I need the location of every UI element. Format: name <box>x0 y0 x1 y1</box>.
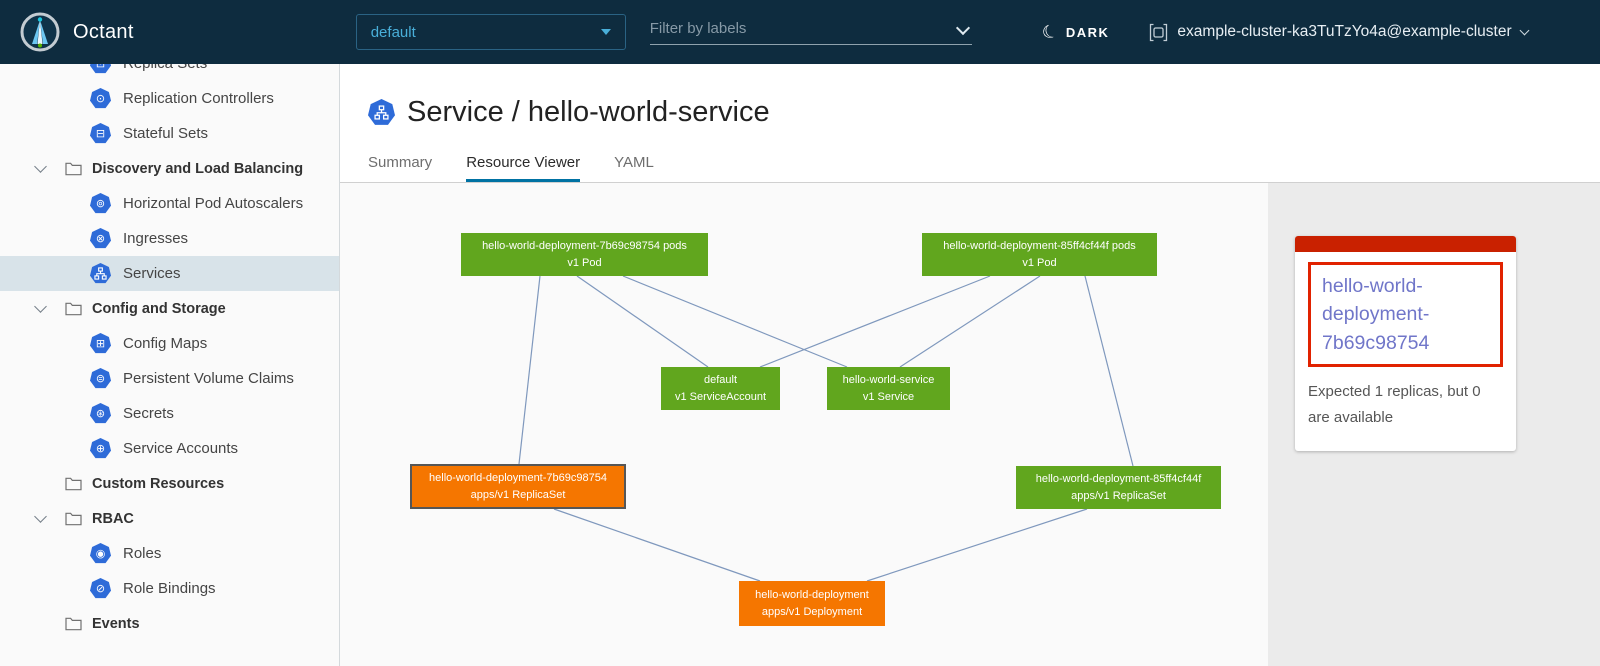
sidebar-item-label: Custom Resources <box>92 475 225 492</box>
sidebar-item-service-accounts[interactable]: ⊕ Service Accounts <box>0 431 339 466</box>
sidebar-item-label: Discovery and Load Balancing <box>92 160 304 177</box>
sidebar-item-label: Config and Storage <box>92 300 226 317</box>
replica-sets-icon: ⊡ <box>90 64 111 74</box>
ingresses-icon: ⊗ <box>90 228 111 249</box>
tab-yaml[interactable]: YAML <box>614 154 654 171</box>
sidebar-item-label: Roles <box>123 545 162 562</box>
octant-logo-icon <box>20 12 60 52</box>
content-header: Service / hello-world-service Summary Res… <box>340 64 1600 183</box>
cluster-context-label: example-cluster-ka3TuTzYo4a@example-clus… <box>1177 23 1512 40</box>
sidebar-item-rbac[interactable]: RBAC <box>0 501 339 536</box>
roles-icon: ◉ <box>90 543 111 564</box>
cluster-icon <box>1149 23 1168 42</box>
tab-resource-viewer[interactable]: Resource Viewer <box>466 154 581 182</box>
chevron-down-icon[interactable] <box>955 20 970 35</box>
tab-summary[interactable]: Summary <box>368 154 433 171</box>
sidebar-item-ingresses[interactable]: ⊗ Ingresses <box>0 221 339 256</box>
sidebar-item-label: Secrets <box>123 405 174 422</box>
folder-icon <box>65 302 82 316</box>
secrets-icon: ⊛ <box>90 403 111 424</box>
service-icon <box>368 99 395 125</box>
service-accounts-icon: ⊕ <box>90 438 111 459</box>
sidebar-item-replica-sets[interactable]: ⊡ Replica Sets <box>0 64 339 81</box>
app-title: Octant <box>73 20 134 43</box>
sidebar-item-label: Service Accounts <box>123 440 239 457</box>
sidebar-item-config-and-storage[interactable]: Config and Storage <box>0 291 339 326</box>
horizontal-pod-autoscalers-icon: ⊚ <box>90 193 111 214</box>
sidebar-item-secrets[interactable]: ⊛ Secrets <box>0 396 339 431</box>
theme-toggle-label: DARK <box>1065 24 1110 40</box>
theme-toggle-button[interactable]: ☾ DARK <box>1038 19 1110 45</box>
sidebar-item-persistent-volume-claims[interactable]: ⊜ Persistent Volume Claims <box>0 361 339 396</box>
moon-icon: ☾ <box>1038 19 1061 45</box>
chevron-down-icon[interactable] <box>34 300 47 313</box>
sidebar-item-label: RBAC <box>92 510 134 527</box>
stateful-sets-icon: ⊟ <box>90 123 111 144</box>
alert-resource-box: hello-world-deployment-7b69c98754 <box>1308 262 1503 367</box>
sidebar-item-label: Ingresses <box>123 230 189 247</box>
status-message: Expected 1 replicas, but 0 are available <box>1308 382 1481 427</box>
sidebar: ⊡ Replica Sets ⊙ Replication Controllers ⊟ St… <box>0 64 340 666</box>
sidebar-item-stateful-sets[interactable]: ⊟ Stateful Sets <box>0 116 339 151</box>
folder-icon <box>65 477 82 491</box>
folder-icon <box>65 617 82 631</box>
folder-icon <box>65 162 82 176</box>
label-filter[interactable] <box>649 19 972 45</box>
sidebar-item-config-maps[interactable]: ⊞ Config Maps <box>0 326 339 361</box>
sidebar-item-label: Persistent Volume Claims <box>123 370 294 387</box>
main-content: Service / hello-world-service Summary Res… <box>340 64 1600 666</box>
sidebar-item-custom-resources[interactable]: Custom Resources <box>0 466 339 501</box>
sidebar-item-label: Replica Sets <box>123 64 207 72</box>
sidebar-item-discovery-and-load-balancing[interactable]: Discovery and Load Balancing <box>0 151 339 186</box>
sidebar-item-label: Horizontal Pod Autoscalers <box>123 195 304 212</box>
title-row: Service / hello-world-service <box>368 96 1600 129</box>
tabs: Summary Resource Viewer YAML <box>368 154 654 182</box>
sidebar-item-label: Replication Controllers <box>123 90 274 107</box>
cluster-context-selector[interactable]: example-cluster-ka3TuTzYo4a@example-clus… <box>1149 23 1530 42</box>
app-header: Octant default ☾ DARK example-cluster-ka… <box>0 0 1600 64</box>
sidebar-item-label: Role Bindings <box>123 580 216 597</box>
sidebar-item-label: Config Maps <box>123 335 208 352</box>
chevron-down-icon[interactable] <box>34 510 47 523</box>
sidebar-item-label: Stateful Sets <box>123 125 209 142</box>
page-title: Service / hello-world-service <box>407 96 770 128</box>
graph-edges <box>518 275 1134 582</box>
sidebar-item-label: Events <box>92 615 140 632</box>
detail-panel: hello-world-deployment-7b69c98754 Expect… <box>1268 183 1600 666</box>
sidebar-item-events[interactable]: Events <box>0 606 339 641</box>
chevron-down-icon[interactable] <box>34 160 47 173</box>
sidebar-item-role-bindings[interactable]: ⊘ Role Bindings <box>0 571 339 606</box>
sidebar-nav: ⊡ Replica Sets ⊙ Replication Controllers ⊟ St… <box>0 64 339 641</box>
sidebar-item-services[interactable]: Services <box>0 256 339 291</box>
sidebar-item-label: Services <box>123 265 181 282</box>
status-error-bar <box>1295 236 1516 252</box>
services-icon <box>90 263 111 284</box>
sidebar-item-horizontal-pod-autoscalers[interactable]: ⊚ Horizontal Pod Autoscalers <box>0 186 339 221</box>
resource-link[interactable]: hello-world-deployment-7b69c98754 <box>1322 275 1430 354</box>
namespace-select[interactable]: default <box>355 14 626 50</box>
sidebar-item-roles[interactable]: ◉ Roles <box>0 536 339 571</box>
folder-icon <box>65 512 82 526</box>
persistent-volume-claims-icon: ⊜ <box>90 368 111 389</box>
resource-status-card: hello-world-deployment-7b69c98754 Expect… <box>1295 236 1516 452</box>
chevron-down-icon <box>1519 25 1530 36</box>
sidebar-item-replication-controllers[interactable]: ⊙ Replication Controllers <box>0 81 339 116</box>
label-filter-input[interactable] <box>649 19 958 37</box>
config-maps-icon: ⊞ <box>90 333 111 354</box>
role-bindings-icon: ⊘ <box>90 578 111 599</box>
caret-down-icon <box>600 29 611 35</box>
namespace-value: default <box>370 23 416 41</box>
replication-controllers-icon: ⊙ <box>90 88 111 109</box>
status-card-body: hello-world-deployment-7b69c98754 Expect… <box>1295 252 1516 451</box>
